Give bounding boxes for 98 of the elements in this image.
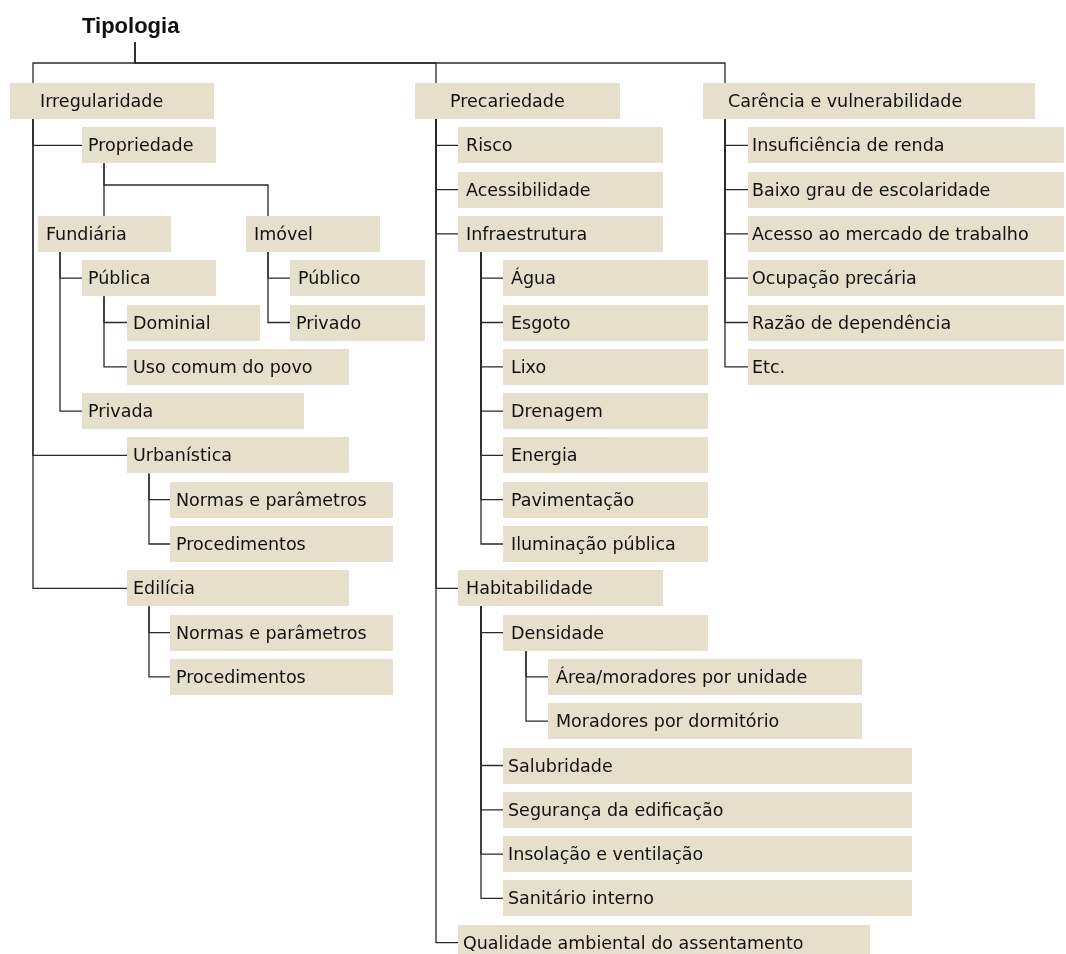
category-box bbox=[82, 127, 216, 164]
category-box bbox=[548, 703, 862, 740]
category-box bbox=[170, 526, 393, 562]
category-box bbox=[748, 215, 1064, 252]
connector-line bbox=[148, 605, 171, 678]
category-box bbox=[127, 570, 349, 607]
category-box bbox=[127, 304, 260, 341]
connector-line bbox=[103, 295, 128, 368]
category-label: Salubridade bbox=[508, 755, 613, 776]
category-label: Privada bbox=[88, 401, 154, 422]
category-box bbox=[748, 348, 1064, 385]
connector-line bbox=[103, 162, 269, 217]
category-box bbox=[503, 393, 708, 430]
category-label: Esgoto bbox=[511, 312, 571, 333]
category-label: Normas e parâmetros bbox=[176, 622, 367, 643]
category-box bbox=[458, 215, 663, 252]
category-label: Pavimentação bbox=[511, 489, 635, 510]
category-label: Procedimentos bbox=[176, 666, 306, 687]
connector-line bbox=[480, 605, 504, 900]
category-label: Razão de dependência bbox=[752, 312, 952, 333]
category-box bbox=[127, 348, 349, 385]
category-label: Normas e parâmetros bbox=[176, 489, 367, 510]
category-box bbox=[458, 171, 663, 208]
category-box bbox=[548, 658, 862, 695]
category-label: Moradores por dormitório bbox=[556, 711, 780, 732]
category-box bbox=[503, 747, 912, 784]
category-box bbox=[748, 127, 1064, 164]
category-label: Uso comum do povo bbox=[133, 356, 313, 377]
category-box bbox=[748, 304, 1064, 341]
category-box bbox=[703, 83, 1035, 119]
category-label: Dominial bbox=[133, 312, 211, 333]
category-box bbox=[503, 348, 708, 385]
category-box bbox=[127, 437, 349, 474]
category-label: Procedimentos bbox=[176, 534, 306, 554]
category-label: Imóvel bbox=[254, 223, 313, 244]
category-label: Propriedade bbox=[88, 135, 194, 156]
category-label: Drenagem bbox=[511, 401, 603, 422]
category-label: Baixo grau de escolaridade bbox=[752, 179, 991, 200]
category-box bbox=[290, 260, 425, 297]
category-label: Fundiária bbox=[46, 223, 127, 244]
category-label: Precariedade bbox=[450, 91, 565, 111]
category-box bbox=[503, 304, 708, 341]
category-box bbox=[503, 614, 708, 651]
category-box bbox=[82, 260, 216, 297]
category-label: Sanitário interno bbox=[508, 888, 654, 909]
category-label: Lixo bbox=[511, 356, 547, 377]
category-label: Densidade bbox=[511, 622, 605, 643]
category-label: Energia bbox=[511, 445, 578, 466]
category-box bbox=[503, 526, 708, 562]
category-box bbox=[458, 127, 663, 164]
category-box bbox=[170, 614, 393, 651]
category-label: Acesso ao mercado de trabalho bbox=[752, 223, 1029, 244]
category-box bbox=[748, 171, 1064, 208]
category-box bbox=[82, 393, 304, 430]
category-box bbox=[415, 83, 620, 119]
category-box bbox=[503, 791, 912, 828]
connector-line bbox=[59, 251, 83, 412]
category-label: Área/moradores por unidade bbox=[556, 666, 808, 687]
category-box bbox=[503, 481, 708, 518]
category-label: Irregularidade bbox=[40, 91, 164, 111]
category-label: Infraestrutura bbox=[466, 223, 588, 244]
category-label: Habitabilidade bbox=[466, 578, 593, 599]
category-label: Iluminação pública bbox=[511, 534, 676, 554]
category-box bbox=[246, 215, 380, 252]
connector-line bbox=[525, 649, 549, 722]
category-box bbox=[503, 260, 708, 297]
category-label: Água bbox=[511, 268, 556, 289]
category-box bbox=[10, 83, 214, 119]
category-label: Risco bbox=[466, 135, 513, 156]
category-box bbox=[458, 570, 663, 607]
connector-line bbox=[32, 118, 128, 589]
category-box bbox=[290, 304, 425, 341]
category-box bbox=[748, 260, 1064, 297]
category-label: Público bbox=[298, 268, 361, 289]
category-box bbox=[458, 924, 870, 954]
category-label: Ocupação precária bbox=[752, 268, 917, 289]
connector-line bbox=[134, 41, 726, 84]
category-box bbox=[503, 880, 912, 917]
category-box bbox=[170, 481, 393, 518]
category-label: Segurança da edificação bbox=[508, 799, 724, 820]
category-box bbox=[38, 215, 171, 252]
category-label: Qualidade ambiental do assentamento bbox=[463, 932, 804, 953]
category-box bbox=[503, 836, 912, 873]
connector-line bbox=[267, 251, 291, 324]
category-label: Carência e vulnerabilidade bbox=[728, 91, 963, 111]
category-label: Insuficiência de renda bbox=[752, 135, 945, 156]
category-label: Urbanística bbox=[133, 445, 232, 466]
connector-line bbox=[724, 118, 749, 368]
category-label: Edilícia bbox=[133, 578, 195, 599]
heading: Tipologia bbox=[82, 13, 180, 39]
category-label: Etc. bbox=[752, 356, 786, 377]
category-label: Insolação e ventilação bbox=[508, 844, 704, 865]
category-label: Privado bbox=[296, 312, 362, 333]
category-box bbox=[170, 658, 393, 695]
category-label: Acessibilidade bbox=[466, 179, 591, 200]
category-box bbox=[503, 437, 708, 474]
category-label: Pública bbox=[88, 268, 151, 289]
connector-line bbox=[148, 472, 171, 545]
